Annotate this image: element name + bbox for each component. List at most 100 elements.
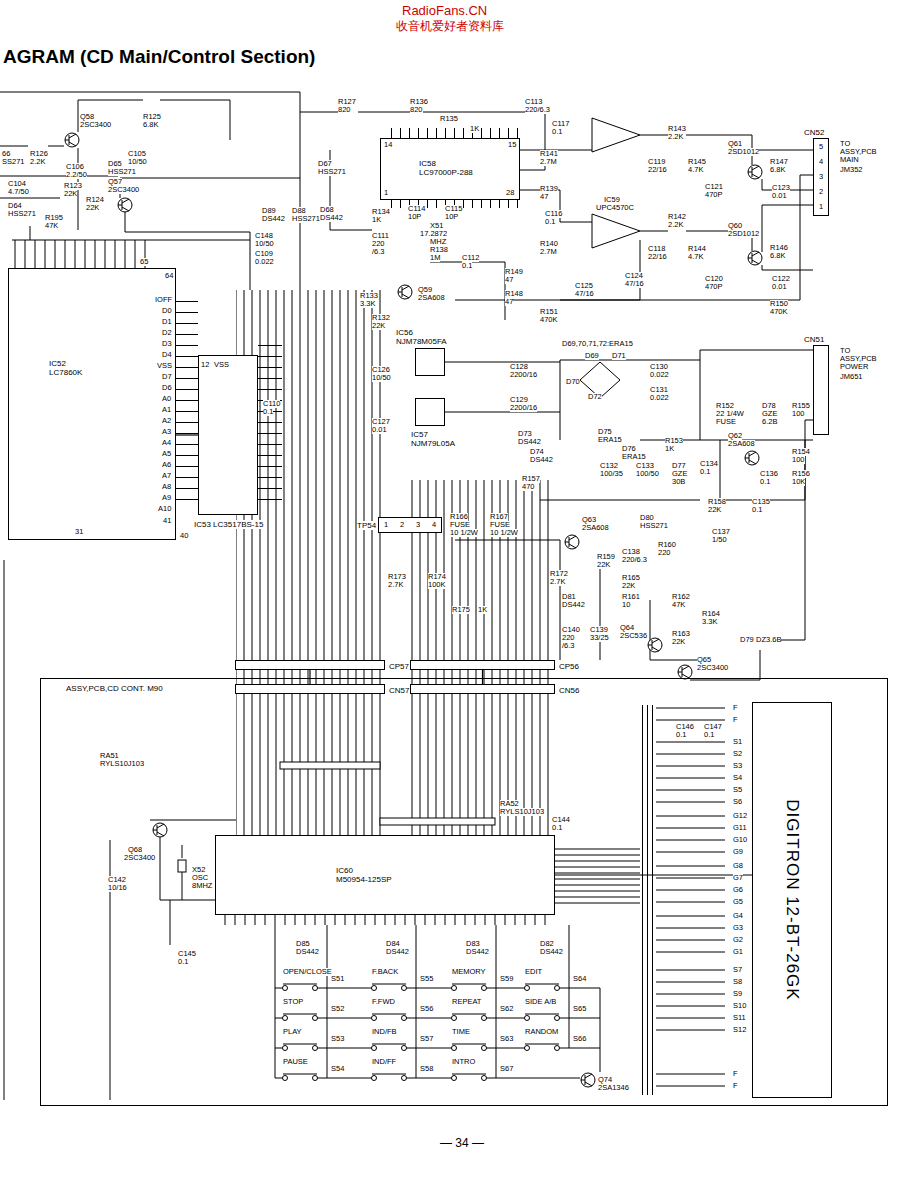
wire-connector <box>482 670 483 684</box>
component-label: R153 <box>665 437 683 445</box>
component-label: 0.1 <box>704 731 714 739</box>
component-label: 10/50 <box>128 158 147 166</box>
component-label: D6 <box>162 384 172 392</box>
component-label: DS442 <box>518 438 541 446</box>
node-label: CN51 <box>804 335 824 344</box>
component-label: S11 <box>733 1014 746 1022</box>
component-label: 0.1 <box>752 506 762 514</box>
component-label: 10 1/2W <box>490 529 518 537</box>
component-label: C148 <box>255 232 273 240</box>
component-label: FUSE <box>490 521 510 529</box>
component-label: S57 <box>420 1035 433 1043</box>
component-label: S7 <box>733 966 742 974</box>
component-label: Q65 <box>697 656 711 664</box>
component-label: G12 <box>733 812 747 820</box>
transistor-symbol <box>153 823 167 837</box>
component-label: S3 <box>733 762 742 770</box>
component-label: R164 <box>702 610 720 618</box>
text-block: CN52 <box>804 128 824 137</box>
component-label: R132 <box>372 314 390 322</box>
component-label: R165 <box>622 574 640 582</box>
text-block: IC52LC7860K <box>49 359 82 377</box>
component-label: ASSY,PCB <box>840 355 877 363</box>
component-label: 470P <box>705 191 723 199</box>
component-label: 470K <box>540 316 558 324</box>
component-label: 2SA1346 <box>598 1084 629 1092</box>
component-label: S12 <box>733 1026 746 1034</box>
component-label: R152 <box>716 402 734 410</box>
component-label: 4.7K <box>688 166 703 174</box>
component-label: DS442 <box>540 948 563 956</box>
component-label: 5 <box>819 143 823 151</box>
component-label: 220 <box>562 634 575 642</box>
component-label: 3 <box>416 521 420 529</box>
component-label: INTRO <box>452 1058 475 1066</box>
component-label: GZE <box>672 470 687 478</box>
component-label: Q60 <box>728 222 742 230</box>
component-label: D67 <box>318 160 332 168</box>
switch-symbol <box>283 1074 318 1081</box>
component-label: C130 <box>650 363 668 371</box>
component-label: RadioFans.CN <box>402 3 487 18</box>
component-label: C106 <box>66 163 84 171</box>
component-label: C137 <box>712 528 730 536</box>
component-label: DZ3.6B <box>756 636 781 644</box>
component-label: 1M <box>430 254 440 262</box>
component-label: R150 <box>770 300 788 308</box>
component-label: D88 <box>292 207 306 215</box>
component-label: 0.01 <box>772 192 787 200</box>
component-label: S51 <box>331 975 344 983</box>
component-label: 3 <box>819 173 823 181</box>
component-label: S6 <box>733 798 742 806</box>
component-label: R139 <box>540 185 558 193</box>
component-label: G7 <box>733 874 743 882</box>
control-bus <box>236 694 384 835</box>
component-label: 220/6.3 <box>622 556 647 564</box>
node-label: CN52 <box>804 128 824 137</box>
component-label: 65 <box>140 258 148 266</box>
component-label: R162 <box>672 593 690 601</box>
component-label: PLAY <box>283 1028 302 1036</box>
component-label: D68 <box>320 206 334 214</box>
switch-symbol <box>452 1044 487 1051</box>
component-label: SS271 <box>2 158 25 166</box>
component-label: D64 <box>8 202 22 210</box>
transistor-symbol <box>748 251 762 265</box>
component-label: 100/35 <box>600 470 623 478</box>
component-label: S10 <box>733 1002 746 1010</box>
component-label: DS442 <box>262 215 285 223</box>
component-label: PAUSE <box>283 1058 308 1066</box>
component-label: C127 <box>372 418 390 426</box>
transistor-symbol <box>118 198 132 212</box>
component-label: R147 <box>770 158 788 166</box>
component-label: C128 <box>510 363 528 371</box>
component-label: C117 <box>552 120 569 128</box>
component-label: C144 <box>552 816 570 824</box>
component-label: Q59 <box>418 286 432 294</box>
component-label: D2 <box>162 329 172 337</box>
component-label: — 34 — <box>440 1136 484 1150</box>
node-label: IC57 NJM79L05A <box>411 430 465 448</box>
component-label: 100 <box>792 456 805 464</box>
component-label: A10 <box>158 505 171 513</box>
component-label: C116 <box>545 210 562 218</box>
component-label: G3 <box>733 924 743 932</box>
component-label: R155 <box>792 402 810 410</box>
transistor-symbol <box>398 285 412 299</box>
component-label: MHZ <box>430 238 446 246</box>
component-label: S9 <box>733 990 742 998</box>
component-label: Q63 <box>582 516 596 524</box>
component-label: 1 <box>384 189 388 197</box>
crystal-symbol <box>178 860 186 872</box>
node-label: ASSY,PCB,CD CONT. M90 <box>66 684 163 693</box>
component-label: 22K <box>372 322 385 330</box>
component-box: IC52LC7860K <box>8 268 176 540</box>
component-label: A9 <box>162 494 171 502</box>
component-label: X52 <box>192 866 205 874</box>
component-label: R141 <box>540 150 558 158</box>
component-label: 22K <box>672 638 685 646</box>
switch-symbol <box>452 1014 487 1021</box>
text-block: CN57 <box>389 686 409 695</box>
component-label: TO <box>840 140 850 148</box>
